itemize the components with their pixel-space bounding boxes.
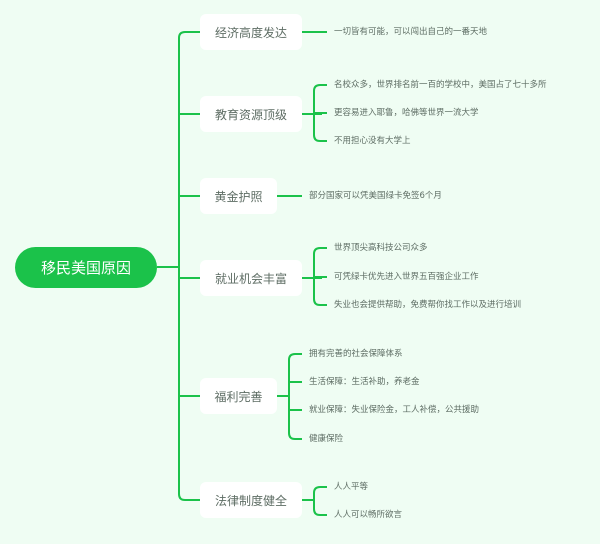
leaf-item[interactable]: 不用担心没有大学上 [334, 136, 411, 146]
branch-employment[interactable]: 就业机会丰富 [200, 260, 302, 296]
leaf-item[interactable]: 人人平等 [334, 482, 369, 492]
branch-law[interactable]: 法律制度健全 [200, 482, 302, 518]
leaf-item[interactable]: 世界顶尖高科技公司众多 [334, 243, 428, 253]
leaf-item[interactable]: 部分国家可以凭美国绿卡免签6个月 [309, 191, 442, 201]
branch-education[interactable]: 教育资源顶级 [200, 96, 302, 132]
root-node[interactable]: 移民美国原因 [15, 247, 157, 288]
leaf-item[interactable]: 失业也会提供帮助，免费帮你找工作以及进行培训 [334, 300, 522, 310]
leaf-item[interactable]: 一切皆有可能，可以闯出自己的一番天地 [334, 27, 488, 37]
leaf-item[interactable]: 生活保障：生活补助，养老金 [309, 377, 420, 387]
leaf-item[interactable]: 就业保障：失业保险金，工人补偿，公共援助 [309, 405, 480, 415]
branch-welfare[interactable]: 福利完善 [200, 378, 277, 414]
leaf-item[interactable]: 可凭绿卡优先进入世界五百强企业工作 [334, 272, 479, 282]
leaf-item[interactable]: 名校众多，世界排名前一百的学校中，美国占了七十多所 [334, 80, 547, 90]
branch-economy[interactable]: 经济高度发达 [200, 14, 302, 50]
leaf-item[interactable]: 拥有完善的社会保障体系 [309, 349, 403, 359]
leaf-item[interactable]: 人人可以畅所欲言 [334, 510, 403, 520]
leaf-item[interactable]: 更容易进入耶鲁，哈佛等世界一流大学 [334, 108, 479, 118]
leaf-item[interactable]: 健康保险 [309, 434, 344, 444]
branch-passport[interactable]: 黄金护照 [200, 178, 277, 214]
